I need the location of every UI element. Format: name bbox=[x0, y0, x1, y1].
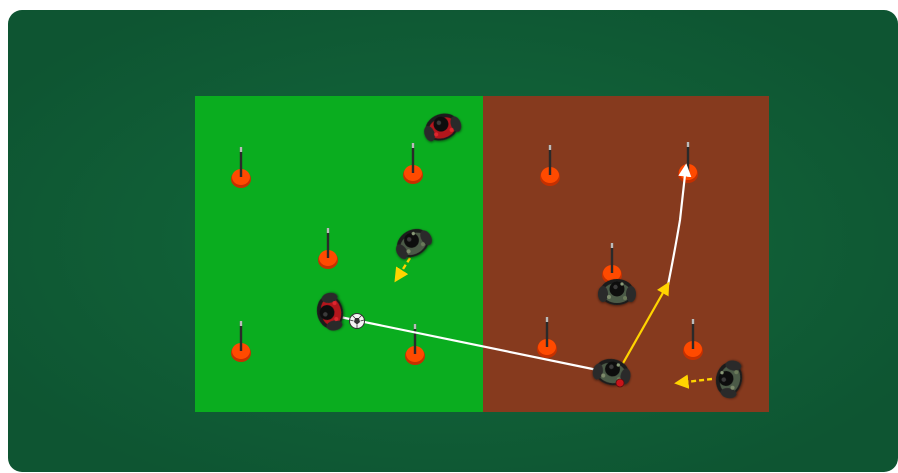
left-zone bbox=[195, 96, 483, 412]
ball-icon bbox=[350, 314, 365, 329]
marker-dot bbox=[616, 379, 624, 387]
